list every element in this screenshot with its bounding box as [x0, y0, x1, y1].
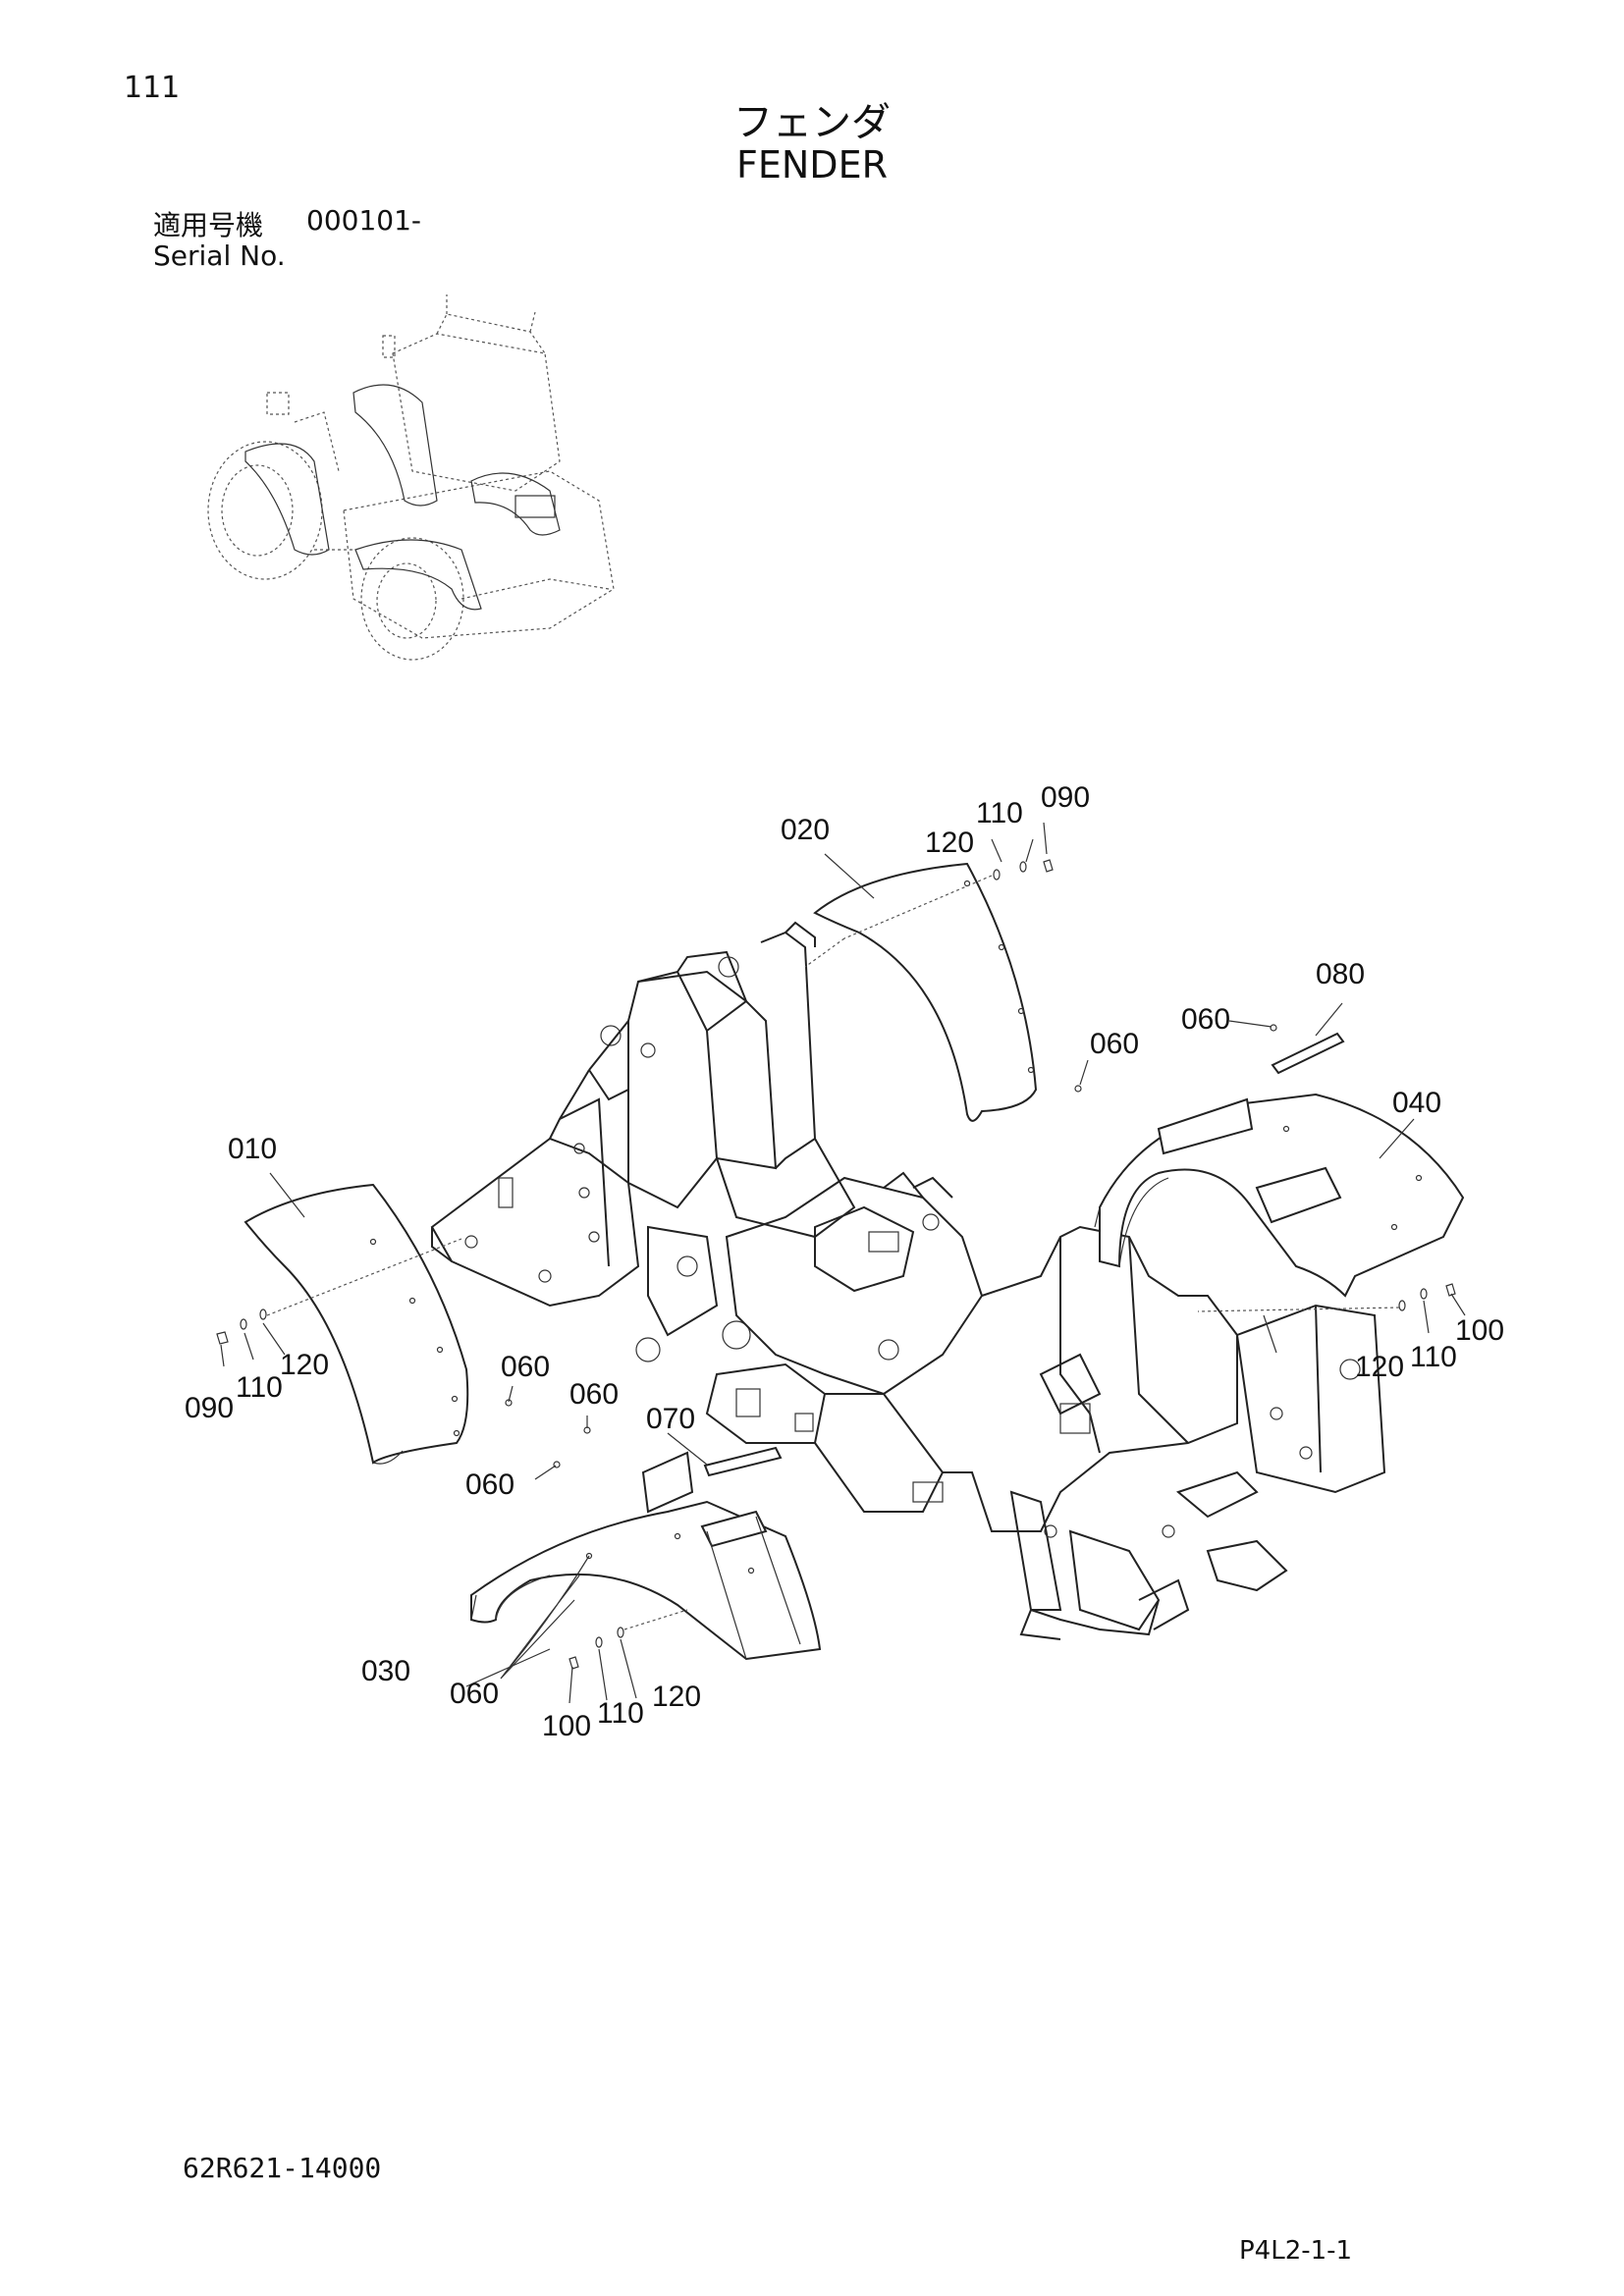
callout-060: 060	[1181, 1003, 1230, 1036]
serial-label-english: Serial No.	[153, 240, 286, 272]
callout-100: 100	[1455, 1314, 1504, 1347]
page-code: P4L2-1-1	[1239, 2236, 1353, 2266]
callout-090: 090	[1041, 781, 1090, 814]
page-title-japanese: フェンダ	[733, 100, 891, 145]
callout-020: 020	[781, 814, 830, 846]
callout-120: 120	[925, 827, 974, 859]
fender-030-part	[470, 1451, 822, 1661]
callout-110: 110	[597, 1697, 644, 1730]
drawing-number: 62R621-14000	[183, 2152, 382, 2184]
leader-lines	[220, 822, 1466, 1704]
callout-060: 060	[1090, 1028, 1139, 1060]
page-title-english: FENDER	[736, 143, 888, 187]
strip-080-part	[1271, 1032, 1345, 1075]
callout-040: 040	[1392, 1087, 1441, 1119]
callout-060: 060	[465, 1468, 514, 1501]
strip-070-part	[703, 1446, 783, 1477]
callout-120: 120	[280, 1349, 329, 1381]
alignment-lines	[266, 875, 1400, 1630]
callout-060: 060	[569, 1378, 619, 1411]
callout-080: 080	[1316, 958, 1365, 990]
callout-060: 060	[450, 1678, 499, 1710]
callout-070: 070	[646, 1403, 695, 1435]
callout-110: 110	[976, 797, 1023, 829]
callout-060: 060	[501, 1351, 550, 1383]
hardware-bolts-washers	[216, 859, 1456, 1670]
callout-120: 120	[652, 1681, 701, 1713]
callout-110: 110	[1410, 1341, 1457, 1373]
fender-040-part	[1094, 1093, 1465, 1298]
callout-100: 100	[542, 1710, 591, 1742]
callout-010: 010	[228, 1133, 277, 1165]
rubber-strip-parts	[703, 1032, 1345, 1477]
machine-overview-illustration	[207, 294, 615, 661]
serial-label-japanese: 適用号機	[153, 209, 264, 241]
callout-110: 110	[236, 1371, 283, 1404]
chassis-frame-drawing	[430, 921, 1386, 1640]
page-number: 111	[124, 71, 181, 105]
callout-numbers: 010 020 030 040 060 060 060 060 060 060 …	[185, 781, 1504, 1742]
callout-120: 120	[1355, 1351, 1404, 1383]
fender-010-part	[244, 1183, 469, 1465]
callout-030: 030	[361, 1655, 410, 1687]
callout-090: 090	[185, 1392, 234, 1424]
fender-020-part	[813, 862, 1038, 1122]
serial-number-range: 000101-	[306, 204, 421, 237]
